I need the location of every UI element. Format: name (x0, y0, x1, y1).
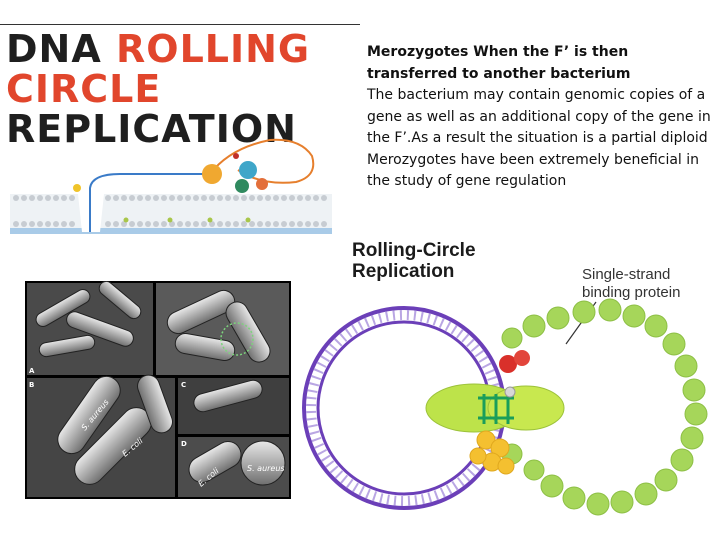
rolling-circle-diagram (302, 298, 708, 516)
description-lead: Merozygotes When the F’ is then transfer… (367, 44, 631, 82)
description-body: The bacterium may contain genomic copies… (367, 87, 711, 189)
merozygote-description: Merozygotes When the F’ is then transfer… (367, 42, 712, 193)
annotation-s-aureus-2: S. aureus (247, 464, 285, 473)
primase-protein-red-1 (499, 355, 517, 373)
single-strand-binding-protein-label: Single-strand binding protein (582, 266, 681, 301)
primase-protein-red-2 (514, 350, 530, 366)
panel-label-a: A (29, 367, 35, 375)
panel-label-c: C (181, 381, 186, 389)
replisome-right (487, 385, 565, 431)
dna-title-line2: CIRCLE (6, 67, 162, 111)
top-rule (0, 24, 360, 25)
dna-title-line1: DNA ROLLING (6, 27, 311, 71)
helicase-protein-yellow (469, 430, 515, 475)
panel-label-b: B (29, 381, 34, 389)
rolling-circle-title: Rolling-Circle Replication (352, 240, 476, 282)
membrane-dna-graphic (10, 138, 332, 234)
dna-title-line3: REPLICATION (6, 107, 297, 151)
panel-label-d: D (181, 440, 187, 448)
dna-rolling-circle-illustration: DNA ROLLING CIRCLE REPLICATION (0, 26, 340, 238)
bacteria-micrograph-grid: A B C D S. aureus E. coli E. coli S. aur… (25, 281, 291, 499)
